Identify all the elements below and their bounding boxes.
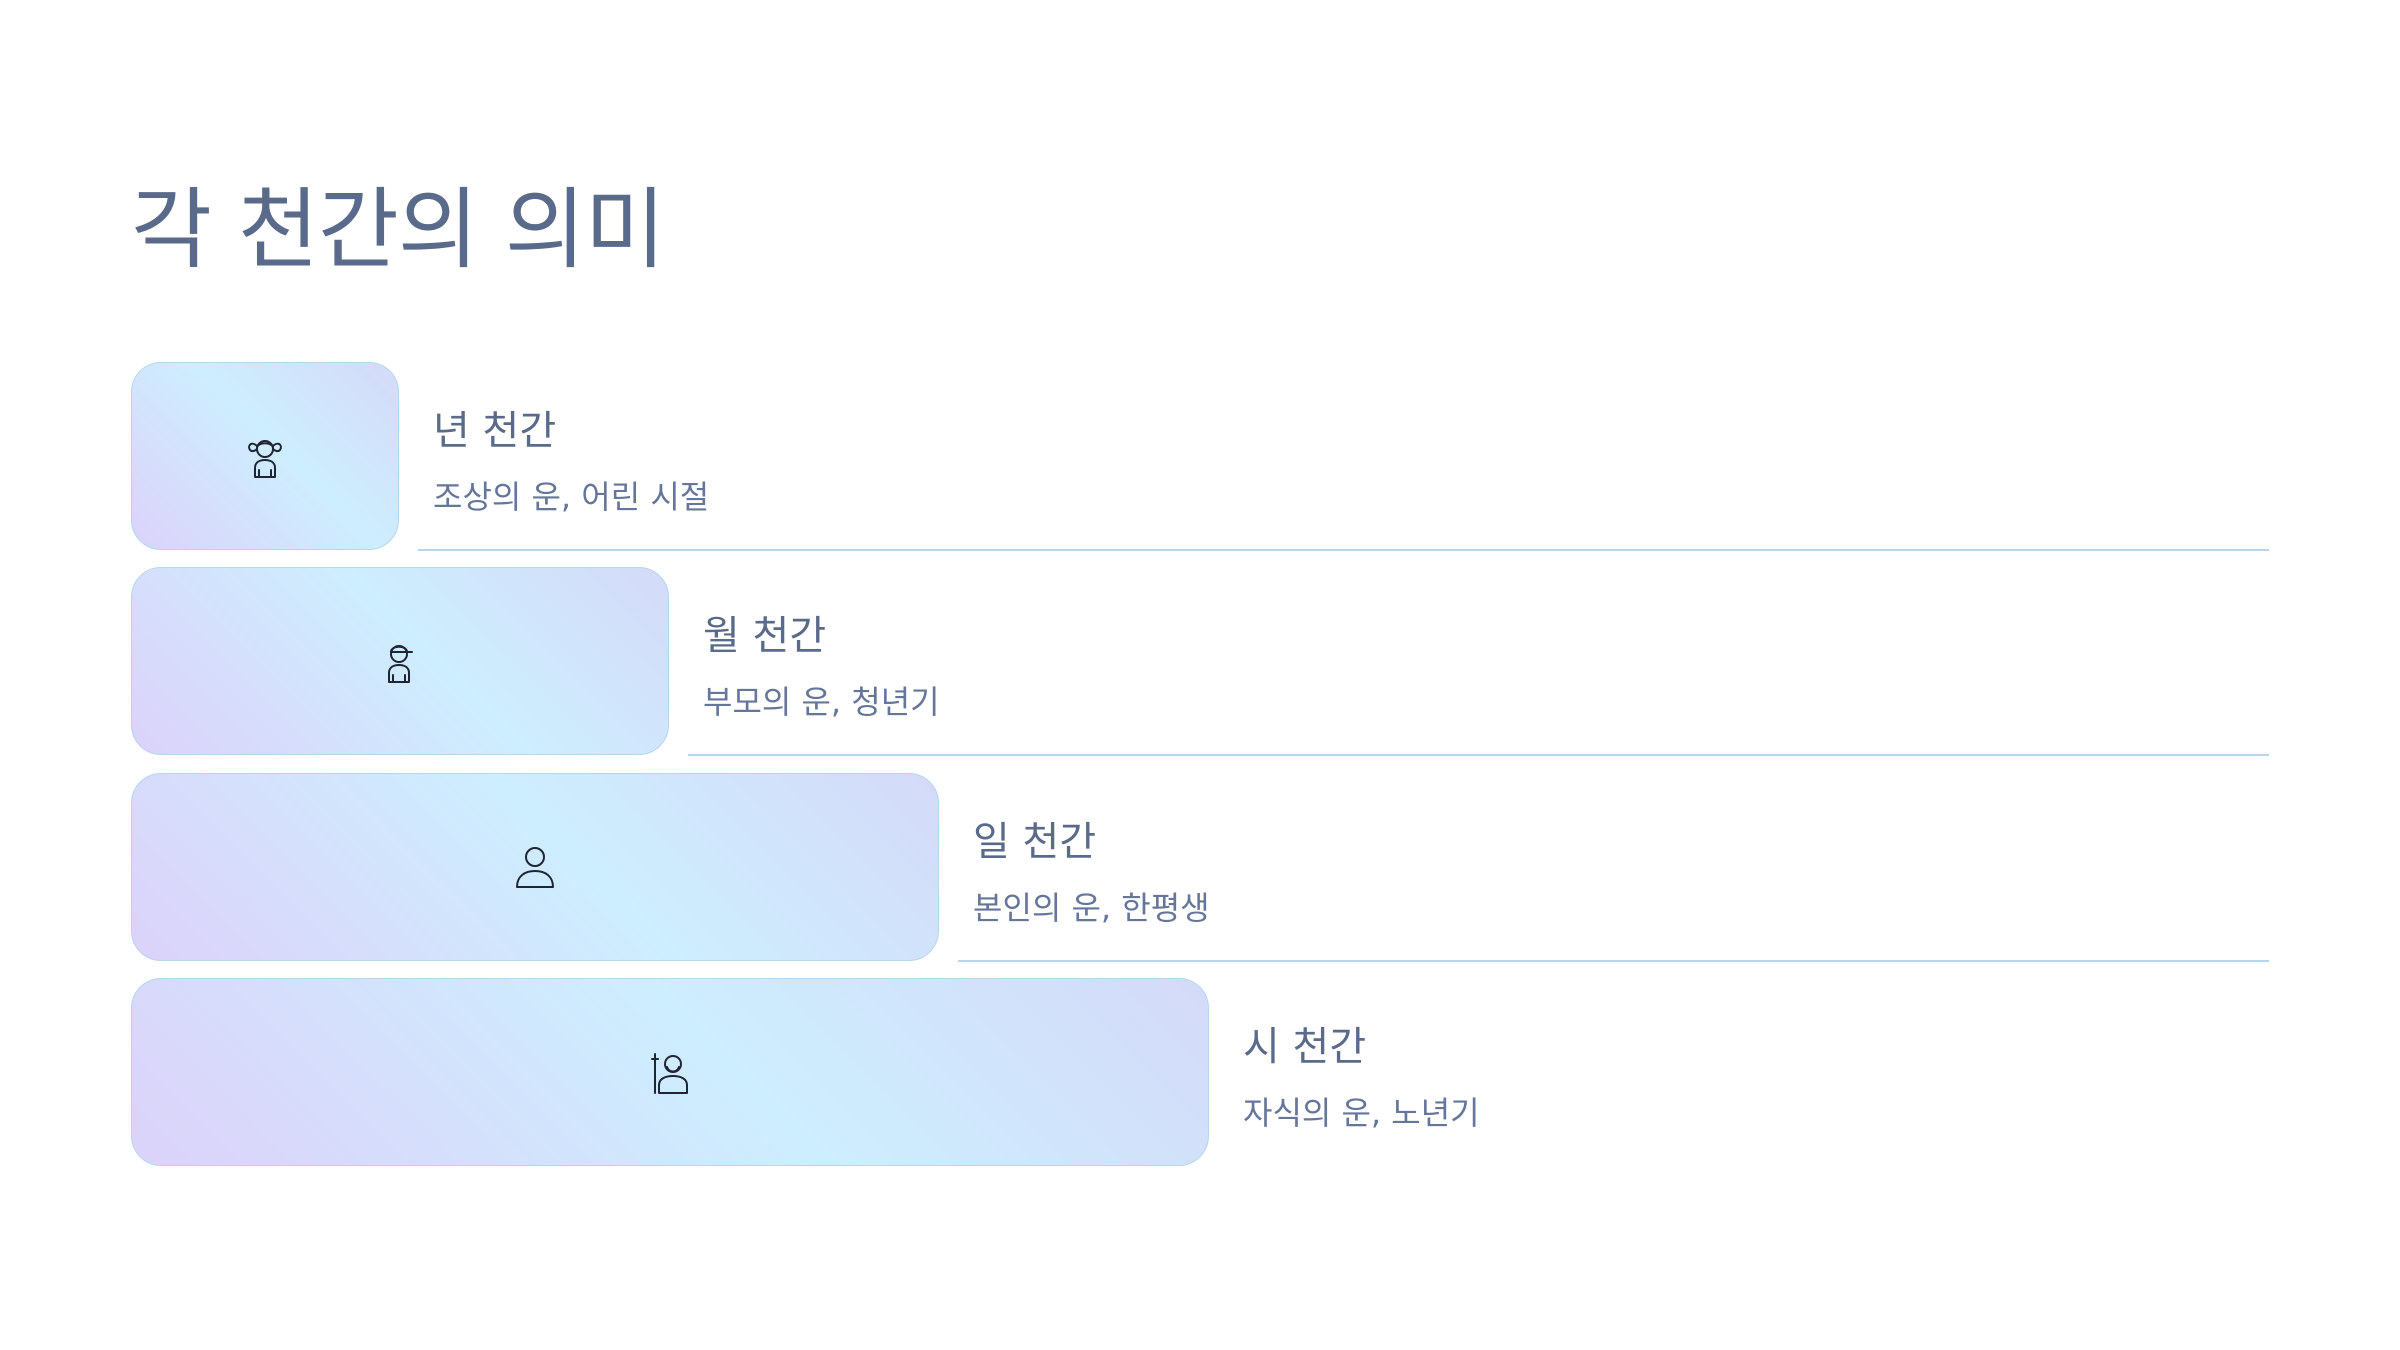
row-description: 부모의 운, 청년기 [703, 683, 940, 721]
level-row-month: 월 천간 부모의 운, 청년기 [131, 567, 2269, 757]
row-divider [688, 754, 2269, 756]
row-description: 조상의 운, 어린 시절 [433, 478, 710, 516]
level-row-hour: 시 천간 자식의 운, 노년기 [131, 978, 2269, 1168]
level-card-year [131, 362, 399, 550]
row-divider [958, 960, 2269, 962]
row-divider [418, 549, 2269, 551]
row-title: 일 천간 [973, 819, 1097, 865]
row-description: 본인의 운, 한평생 [973, 889, 1210, 927]
level-card-month [131, 567, 669, 755]
level-row-year: 년 천간 조상의 운, 어린 시절 [131, 362, 2269, 552]
row-title: 월 천간 [703, 613, 827, 659]
level-row-day: 일 천간 본인의 운, 한평생 [131, 773, 2269, 963]
level-card-hour [131, 978, 1209, 1166]
slide-title: 각 천간의 의미 [131, 178, 666, 281]
person-icon [516, 847, 554, 888]
row-description: 자식의 운, 노년기 [1243, 1094, 1480, 1132]
girl-child-icon [248, 440, 282, 478]
row-title: 년 천간 [433, 408, 557, 454]
elder-with-cane-icon [651, 1053, 688, 1094]
row-title: 시 천간 [1243, 1024, 1367, 1070]
boy-cap-icon [388, 645, 413, 683]
level-card-day [131, 773, 939, 961]
